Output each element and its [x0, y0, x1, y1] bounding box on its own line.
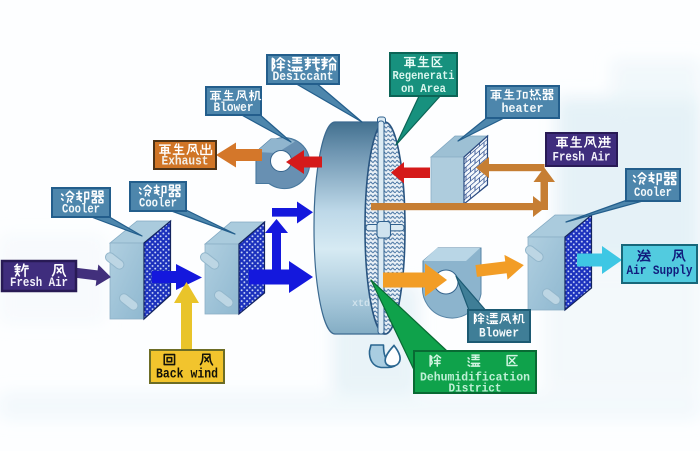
svg-text:Blower: Blower — [479, 326, 519, 341]
svg-text:Back wind: Back wind — [156, 368, 218, 383]
svg-text:District: District — [449, 382, 502, 396]
svg-text:Cooler: Cooler — [139, 196, 177, 211]
svg-text:heater: heater — [502, 101, 544, 116]
svg-text:Regenerati: Regenerati — [393, 69, 455, 83]
svg-text:Fresh Air: Fresh Air — [10, 275, 68, 290]
svg-text:on Area: on Area — [401, 82, 446, 96]
svg-text:Cooler: Cooler — [634, 185, 672, 200]
svg-text:Desiccant: Desiccant — [273, 69, 334, 84]
svg-text:Blower: Blower — [214, 100, 254, 115]
svg-text:Air Supply: Air Supply — [627, 263, 693, 278]
svg-text:Fresh Air: Fresh Air — [553, 150, 611, 165]
svg-text:Exhaust: Exhaust — [162, 154, 209, 169]
svg-text:Dehumidification: Dehumidification — [420, 371, 530, 385]
svg-text:Cooler: Cooler — [62, 202, 100, 217]
